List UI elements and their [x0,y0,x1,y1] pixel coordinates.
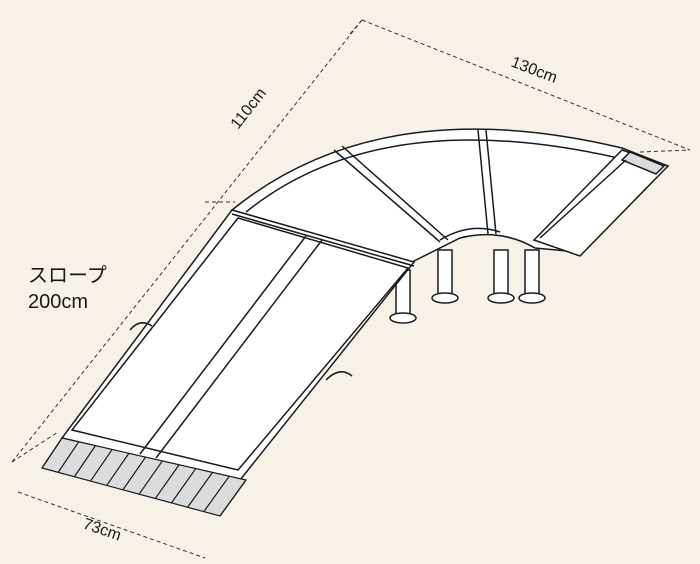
inner-arc [439,227,501,241]
leg-2 [431,249,459,304]
grip-ridge [170,468,197,504]
end-ramp-line [539,159,627,239]
dimension-lines [11,19,691,559]
grip-ridge [41,437,63,469]
handle-1 [129,322,153,331]
grip-ridge [187,472,214,508]
end-ramp-lip [620,151,666,175]
grip-ridge [219,479,247,517]
grip-plate [41,437,248,517]
height-dimension-label: 110cm [228,85,270,132]
grip-ridge [57,441,80,473]
slope-top-edge [231,213,415,267]
dim-ext-3 [349,19,363,35]
segment-joint-2b [485,129,497,235]
main-slope [60,209,416,481]
dim-ext-4 [639,149,691,153]
grip-ridge [138,460,163,495]
grip-ridge [122,456,147,491]
grip-ridge [90,449,113,482]
slope-center-line [155,239,323,459]
grip-ridge [73,445,96,478]
curved-inner-edge [245,139,619,213]
grip-ridge [203,475,230,512]
slope-inner-frame [70,217,410,471]
dim-ext-1 [11,431,59,463]
slope-center-line-b [139,235,307,455]
segment-joint-1 [333,149,441,243]
slope-name-label: スロープ [28,265,107,287]
leg-4 [518,249,546,304]
segment-joint-1b [341,145,449,241]
leg-3 [487,249,515,304]
dim-line-top [361,19,691,151]
dim-line-bottom [17,491,206,559]
grip-ridges [41,437,247,517]
slope-length-label: 200cm [28,291,88,313]
end-ramp [532,149,670,257]
width-dimension-label: 73cm [81,516,124,545]
segment-joint-2 [477,129,489,235]
length-dimension-label: 130cm [509,54,560,87]
grip-ridge [106,452,130,486]
dim-line-left [11,19,363,463]
grip-ridge [154,464,180,499]
handle-2 [325,371,353,381]
